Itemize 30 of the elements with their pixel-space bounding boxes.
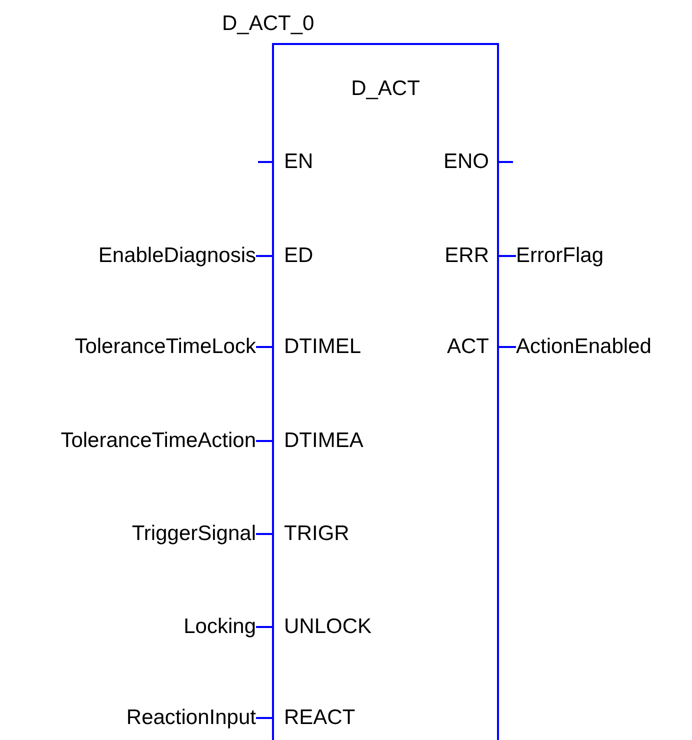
pin-line	[497, 255, 516, 257]
pin-line	[256, 717, 274, 719]
pin-label: REACT	[274, 704, 356, 732]
pin-label: DTIMEL	[274, 333, 362, 361]
instance-name: D_ACT_0	[222, 11, 314, 37]
pin-label: DTIMEA	[274, 427, 364, 455]
pin-label: TRIGR	[274, 520, 350, 548]
pin-line	[497, 346, 516, 348]
variable-name: ErrorFlag	[516, 242, 604, 270]
pin-line	[258, 161, 274, 163]
pin-line	[256, 346, 274, 348]
variable-name: ReactionInput	[126, 704, 256, 732]
pin-label: ERR	[444, 242, 497, 270]
pin-line	[256, 533, 274, 535]
pin-label: EN	[274, 148, 314, 176]
variable-name: ToleranceTimeLock	[74, 333, 256, 361]
pin-line	[497, 161, 513, 163]
pin-line	[256, 626, 274, 628]
pin-line	[256, 255, 274, 257]
variable-name: TriggerSignal	[132, 520, 256, 548]
pin-label: ED	[274, 242, 314, 270]
pin-label: ENO	[443, 148, 497, 176]
variable-name: ActionEnabled	[516, 333, 652, 361]
pin-line	[256, 440, 274, 442]
variable-name: ToleranceTimeAction	[60, 427, 256, 455]
variable-name: EnableDiagnosis	[98, 242, 256, 270]
pin-label: ACT	[447, 333, 497, 361]
pin-label: UNLOCK	[274, 613, 372, 641]
block-type-name: D_ACT	[351, 76, 420, 102]
variable-name: Locking	[184, 613, 256, 641]
